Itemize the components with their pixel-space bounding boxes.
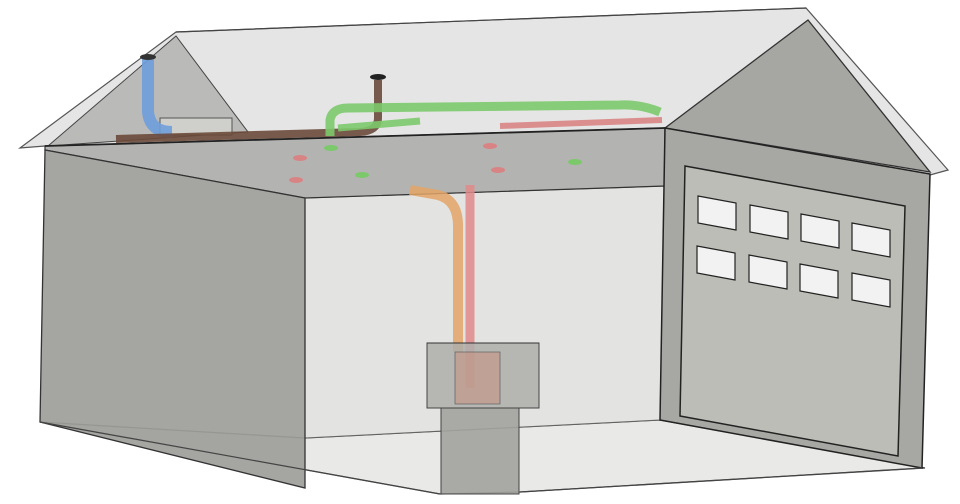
floor-edge [519,467,923,493]
door-window [799,263,839,299]
vent-cap-icon [140,54,156,60]
garage-door [679,165,906,457]
eave-line [44,127,666,147]
door-window [851,222,891,258]
register-red [483,143,497,149]
left-wall [39,149,306,489]
furnace-interior [454,351,501,405]
vent-pipe [142,58,173,138]
green-pipe-lower [337,117,421,132]
register-red [289,177,303,183]
door-window [851,272,891,308]
red-pipe-roof [499,117,663,129]
supply-duct [409,185,463,352]
furnace-box [426,342,540,409]
door-window [748,254,788,290]
register-green [568,159,582,165]
right-gable [663,19,932,173]
door-window [697,195,737,231]
door-window [696,245,736,281]
register-red [293,155,307,161]
door-window [749,204,789,240]
roof-ridge [175,7,807,33]
register-green [324,145,338,151]
plenum-box [440,407,520,495]
register-green [355,172,369,178]
green-pipe-upper [325,100,662,136]
register-red [491,167,505,173]
flue-cap-icon [370,74,386,80]
floor-edge [39,421,441,495]
door-window [800,213,840,249]
